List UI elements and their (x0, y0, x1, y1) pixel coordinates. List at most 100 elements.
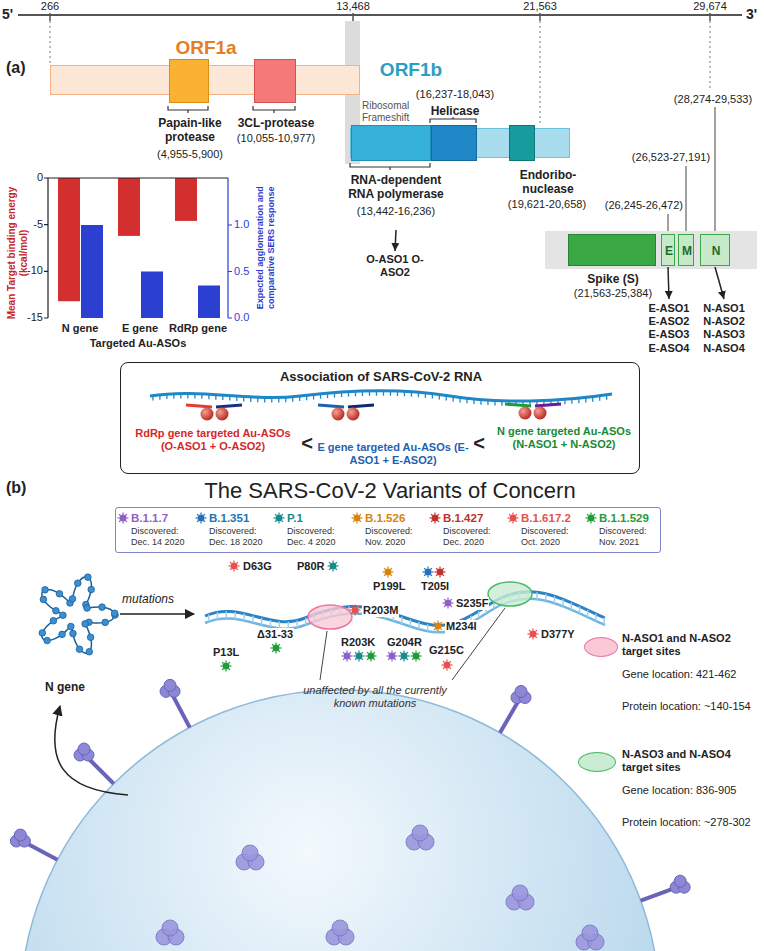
drawing-circle (674, 875, 686, 887)
drawing-path (42, 577, 115, 653)
drawing-line (408, 655, 410, 656)
association-illustration (150, 391, 612, 421)
variant-icon (352, 513, 363, 524)
drawing-line (375, 655, 377, 656)
drawing-line (390, 391, 391, 396)
drawing-line (127, 517, 129, 518)
drawing-line (355, 658, 356, 659)
drawing-circle (74, 580, 81, 587)
drawing-rect (81, 225, 103, 318)
drawing-line (599, 396, 600, 401)
drawing-line (208, 614, 210, 621)
gene-box: (26,245-26,472)E (661, 234, 675, 266)
drawing-circle (347, 408, 360, 421)
drawing-circle (356, 653, 363, 660)
drawing-line (358, 660, 359, 662)
drawing-path (318, 405, 344, 407)
drawing-circle (425, 569, 432, 576)
variant-icon (196, 513, 207, 524)
drawing-circle (401, 653, 408, 660)
drawing-line (532, 629, 533, 631)
drawing-line (257, 397, 258, 402)
drawing-circle (444, 662, 451, 669)
drawing-line (587, 610, 589, 617)
drawing-line (450, 605, 451, 606)
drawing-circle (352, 607, 359, 614)
mutation-label: S235F (455, 597, 489, 610)
drawing-line (159, 395, 160, 400)
drawing-line (229, 565, 231, 566)
drawing-circle (111, 610, 118, 617)
drawing-line (272, 644, 273, 645)
drawing-line (351, 655, 353, 656)
drawing-line (418, 622, 420, 629)
drawing-line (343, 658, 344, 659)
variant-icon (423, 567, 434, 578)
drawing-line (119, 520, 120, 521)
drawing-line (328, 565, 330, 566)
node-text: B.1.1.7 (131, 512, 201, 526)
drawing-line (528, 633, 530, 634)
drawing-line (439, 517, 441, 518)
drawing-circle (216, 408, 229, 421)
drawing-line (236, 396, 237, 401)
drawing-line (373, 652, 374, 653)
drawing-line (349, 652, 350, 653)
variant-panel: B.1.1.7Discovered: Dec. 14 2020B.1.351Di… (115, 507, 661, 553)
drawing-line (442, 568, 443, 569)
drawing-circle (53, 607, 60, 614)
drawing-circle (76, 646, 83, 653)
drawing-line (335, 562, 336, 563)
drawing-line (222, 668, 223, 669)
variant-icon (350, 605, 361, 616)
drawing-line (366, 655, 368, 656)
drawing-line (233, 561, 234, 563)
helicase-box: (16,237-18,043)Helicase (431, 125, 477, 161)
variant-icons (221, 561, 539, 672)
drawing-line (236, 562, 237, 563)
drawing-line (351, 606, 352, 607)
drawing-line (585, 397, 586, 402)
node-text: B.1.1.529 (599, 512, 669, 526)
drawing-line (571, 603, 573, 610)
drawing-line (509, 520, 510, 521)
protease-box: 3CL-protease(10,055-10,977) (254, 59, 296, 103)
drawing-circle (530, 631, 537, 638)
drawing-line (203, 514, 204, 515)
axis-tick: 0.5 (234, 265, 249, 278)
drawing-line (337, 565, 339, 566)
node-text: < (471, 431, 487, 455)
drawing-line (535, 636, 536, 637)
node-text: O-ASO1 O-ASO2 (365, 253, 425, 279)
drawing-circle (56, 590, 63, 597)
drawing-line (296, 620, 298, 627)
drawing-rect (175, 178, 197, 221)
drawing-line (434, 628, 435, 629)
drawing-line (208, 394, 209, 399)
drawing-circle (164, 679, 176, 691)
node-text: (16,237-18,043) (405, 88, 505, 101)
drawing-line (444, 599, 445, 600)
drawing-line (354, 605, 355, 607)
drawing-line (243, 614, 245, 621)
drawing-line (487, 400, 488, 405)
drawing-line (361, 517, 363, 518)
drawing-line (435, 571, 437, 572)
drawing-line (348, 392, 349, 397)
drawing-line (425, 393, 426, 398)
drawing-line (450, 599, 451, 600)
aso-list: E-ASO1 E-ASO2 E-ASO3 E-ASO4 (643, 300, 695, 357)
drawing-line (412, 658, 413, 659)
drawing-line (466, 398, 467, 403)
drawing-line (264, 397, 265, 402)
node-text: (26,245-26,472) (593, 199, 683, 212)
location-text: Protein location: ~140-154 (622, 700, 754, 713)
drawing-circle (354, 515, 361, 522)
drawing-circle (68, 623, 75, 630)
drawing-line (367, 652, 368, 653)
drawing-line (283, 517, 285, 518)
drawing-line (362, 391, 363, 396)
drawing-line (305, 618, 307, 625)
drawing-g (209, 592, 604, 633)
